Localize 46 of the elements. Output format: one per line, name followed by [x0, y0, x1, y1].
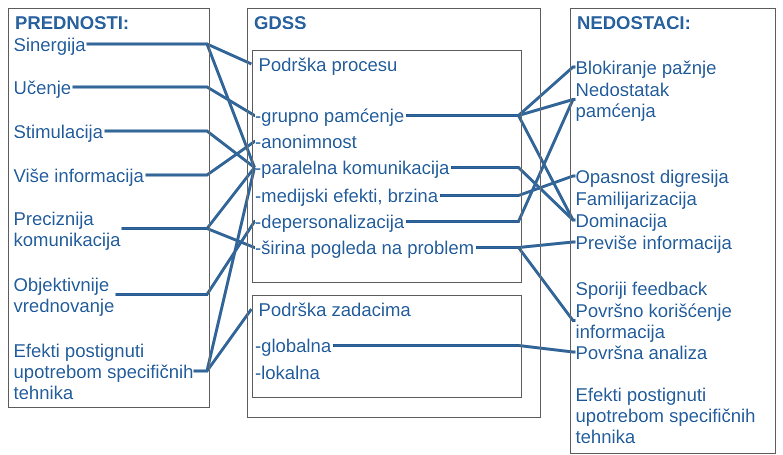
panel-box — [570, 8, 776, 454]
list-item: Više informacija — [14, 164, 146, 186]
connector-line — [146, 140, 256, 176]
list-item: Preciznija komunikacija — [14, 208, 122, 250]
panel-box — [247, 8, 541, 418]
connector-line — [104, 130, 256, 169]
connector-line — [86, 42, 256, 169]
panel-heading: Podrška zadacima — [258, 298, 411, 320]
panel-heading: NEDOSTACI: — [577, 12, 691, 33]
list-item: -širina pogleda na problem — [255, 237, 476, 258]
list-item: Učenje — [14, 76, 72, 98]
panel-box — [252, 50, 522, 282]
list-item: -paralelna komunikacija — [255, 157, 451, 178]
list-item: Sporiji feedback — [576, 278, 708, 298]
panel-box — [8, 8, 210, 408]
list-item: Opasnost digresija — [576, 166, 730, 186]
list-item: -anonimnost — [255, 131, 358, 152]
panel-heading: Podrška procesu — [258, 54, 398, 74]
list-item: -medijski efekti, brzina — [255, 185, 440, 206]
list-item: Nedostatak pamćenja — [576, 78, 670, 120]
connector-line — [476, 246, 576, 322]
list-item: -lokalna — [255, 362, 321, 383]
list-item: Površna analiza — [576, 342, 708, 362]
list-item: -grupno pamćenje — [255, 105, 406, 126]
list-item: Stimulacija — [14, 120, 104, 142]
list-item: Efekti postignuti upotrebom specifičnih tehnika — [14, 340, 194, 402]
list-item: Efekti postignuti upotrebom specifičnih tehnika — [576, 384, 756, 446]
panel-box — [252, 294, 522, 398]
connector-line — [451, 166, 576, 222]
list-item: Blokiranje pažnje — [576, 56, 718, 78]
list-item: Sinergija — [14, 34, 86, 54]
list-item: Previše informacija — [576, 232, 734, 252]
connector-line — [440, 174, 576, 197]
connector-line — [122, 227, 256, 249]
panel-heading: GDSS — [254, 12, 306, 33]
connector-line — [116, 220, 256, 296]
list-item: Površno korišćenje informacija — [576, 300, 734, 342]
panel-heading: PREDNOSTI: — [15, 12, 130, 33]
list-item: Dominacija — [576, 210, 668, 230]
list-item: Familijarizacija — [576, 188, 698, 208]
list-item: Objektivnije vrednovanje — [14, 274, 116, 316]
connector-line — [194, 308, 253, 372]
connector-line — [333, 344, 576, 354]
list-item: -globalna — [255, 335, 333, 356]
connector-line — [72, 86, 256, 117]
list-item: -depersonalizacija — [255, 211, 406, 232]
